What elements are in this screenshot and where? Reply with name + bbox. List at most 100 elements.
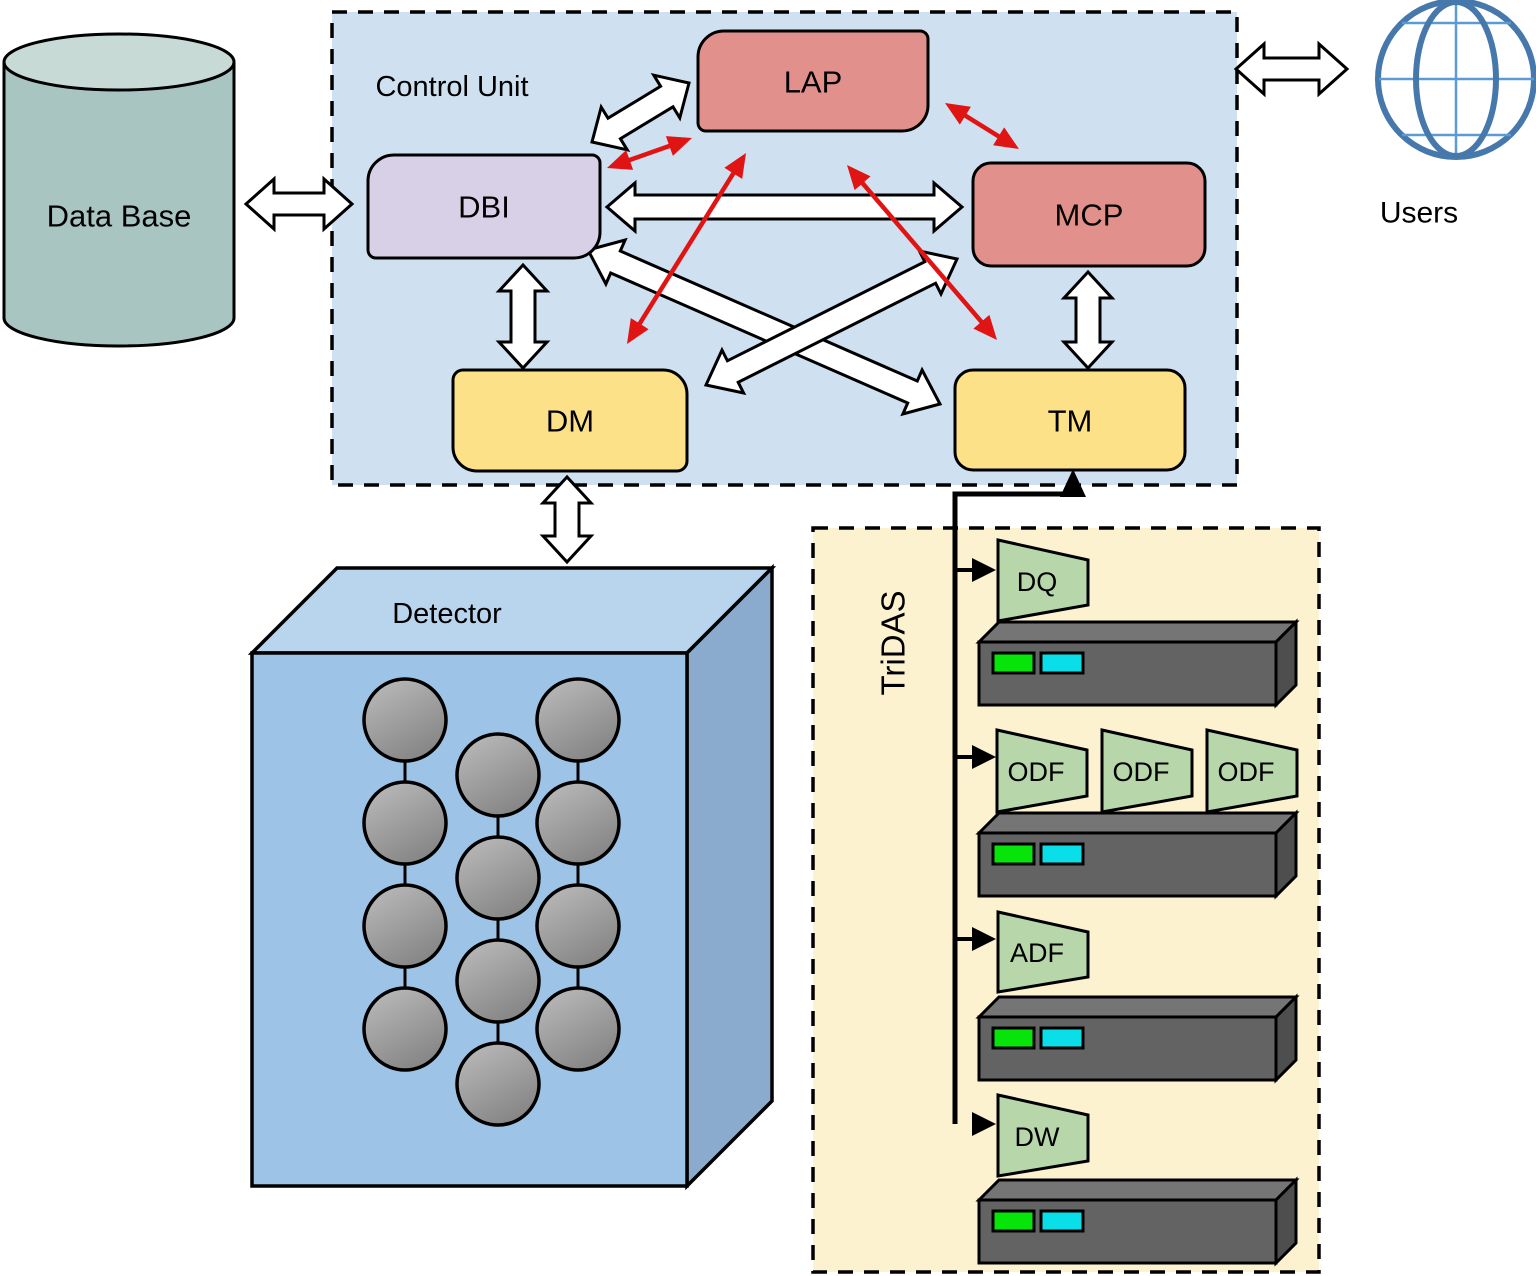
arrow-dbi-tm (585, 237, 943, 417)
detector-module (455, 938, 541, 1024)
red-arrow-lap-dm (627, 153, 746, 344)
adf-shape (996, 910, 1090, 994)
dw-label: DW (1015, 1122, 1060, 1152)
server-unit (975, 618, 1300, 709)
lap-box (696, 29, 930, 133)
database-cylinder: Data Base (2, 32, 236, 348)
server-racks (975, 618, 1300, 1267)
red-arrows (607, 103, 1019, 344)
odf3-label: ODF (1218, 757, 1275, 787)
detector-module (455, 835, 541, 921)
red-arrow-lap-mcp (945, 103, 1019, 149)
dq-shape (996, 538, 1090, 623)
server-top-face (975, 995, 1300, 1019)
unit-odf-2: ODF (1100, 728, 1194, 814)
server-unit (975, 1176, 1300, 1267)
tm-label: TM (1048, 404, 1093, 439)
database-label: Data Base (47, 199, 192, 234)
detector-module (362, 883, 448, 969)
tree-trunk (952, 491, 1073, 1124)
dm-label: DM (546, 404, 594, 439)
tm-tridas-tree (952, 469, 1086, 1136)
arrow-mcp-tm (1060, 269, 1116, 371)
arrow-to-odf-icon (972, 745, 996, 769)
arrow-database-controlunit (243, 175, 355, 233)
node-tm: TM (953, 368, 1187, 472)
server-top-face (975, 1178, 1300, 1202)
dw-shape (996, 1093, 1090, 1178)
node-dm: DM (451, 368, 689, 473)
server-unit (975, 809, 1300, 900)
arrow-to-dw-icon (972, 1112, 996, 1136)
globe-meridian (1413, 0, 1499, 159)
detector-string (455, 732, 541, 1127)
control-unit-nodes: LAP DBI MCP DM TM (366, 29, 1207, 473)
database-body (2, 62, 236, 348)
detector-string (535, 677, 621, 1072)
node-dbi: DBI (366, 153, 602, 260)
unit-dw: DW (996, 1093, 1090, 1178)
detector-module (362, 780, 448, 866)
unit-adf: ADF (996, 910, 1090, 994)
detector-side-face (685, 563, 774, 1191)
server-led-cyan-icon (1039, 651, 1085, 675)
tridas-title: TriDAS (875, 590, 912, 695)
tm-box (953, 368, 1187, 472)
arrow-dbi-dm (495, 262, 551, 371)
arrow-to-adf-icon (972, 927, 996, 951)
server-led-cyan-icon (1039, 842, 1085, 866)
dbi-box (366, 153, 602, 260)
users-globe: Users (1375, 0, 1536, 230)
mcp-label: MCP (1055, 198, 1124, 233)
server-unit (975, 993, 1300, 1084)
odf3-shape (1205, 728, 1299, 814)
arrow-controlunit-users (1233, 40, 1350, 98)
dq-label: DQ (1017, 567, 1058, 597)
server-led-cyan-icon (1039, 1026, 1085, 1050)
red-arrow-lap-tm (847, 165, 997, 340)
detector-module (535, 883, 621, 969)
odf2-label: ODF (1113, 757, 1170, 787)
lap-label: LAP (784, 65, 843, 100)
server-led-cyan-icon (1039, 1209, 1085, 1233)
detector-module (455, 732, 541, 818)
server-led-green-icon (991, 842, 1036, 866)
detector-strings (362, 677, 621, 1127)
server-led-green-icon (991, 1026, 1036, 1050)
users-label: Users (1380, 197, 1458, 230)
detector-top-face (247, 566, 777, 655)
white-arrows (243, 40, 1350, 565)
mcp-box (971, 161, 1207, 268)
server-top-face (975, 620, 1300, 644)
arrow-dm-mcp (703, 248, 960, 396)
dm-box (451, 368, 689, 473)
arrow-dm-detector (539, 474, 595, 565)
unit-odf-3: ODF (1205, 728, 1299, 814)
detector-module (535, 677, 621, 763)
unit-dq: DQ (996, 538, 1090, 623)
node-mcp: MCP (971, 161, 1207, 268)
control-unit-title: Control Unit (375, 71, 528, 103)
dbi-label: DBI (458, 190, 510, 225)
arrow-dbi-lap (590, 72, 691, 153)
tridas-units: DQ ODF ODF ODF ADF DW (995, 538, 1299, 1178)
server-top-face (975, 811, 1300, 835)
odf1-shape (995, 728, 1089, 814)
detector-module (362, 677, 448, 763)
server-led-green-icon (991, 651, 1036, 675)
detector-module (362, 986, 448, 1072)
detector-module (455, 1041, 541, 1127)
server-led-green-icon (991, 1209, 1036, 1233)
detector-string (362, 677, 448, 1072)
odf1-label: ODF (1008, 757, 1065, 787)
detector-block: Detector (247, 563, 777, 1191)
unit-odf-1: ODF (995, 728, 1089, 814)
detector-module (535, 780, 621, 866)
red-arrow-dbi-lap (607, 136, 692, 170)
database-top (2, 32, 236, 92)
detector-label: Detector (392, 598, 502, 630)
adf-label: ADF (1010, 938, 1064, 968)
arrow-up-to-tm-icon (1060, 469, 1086, 497)
